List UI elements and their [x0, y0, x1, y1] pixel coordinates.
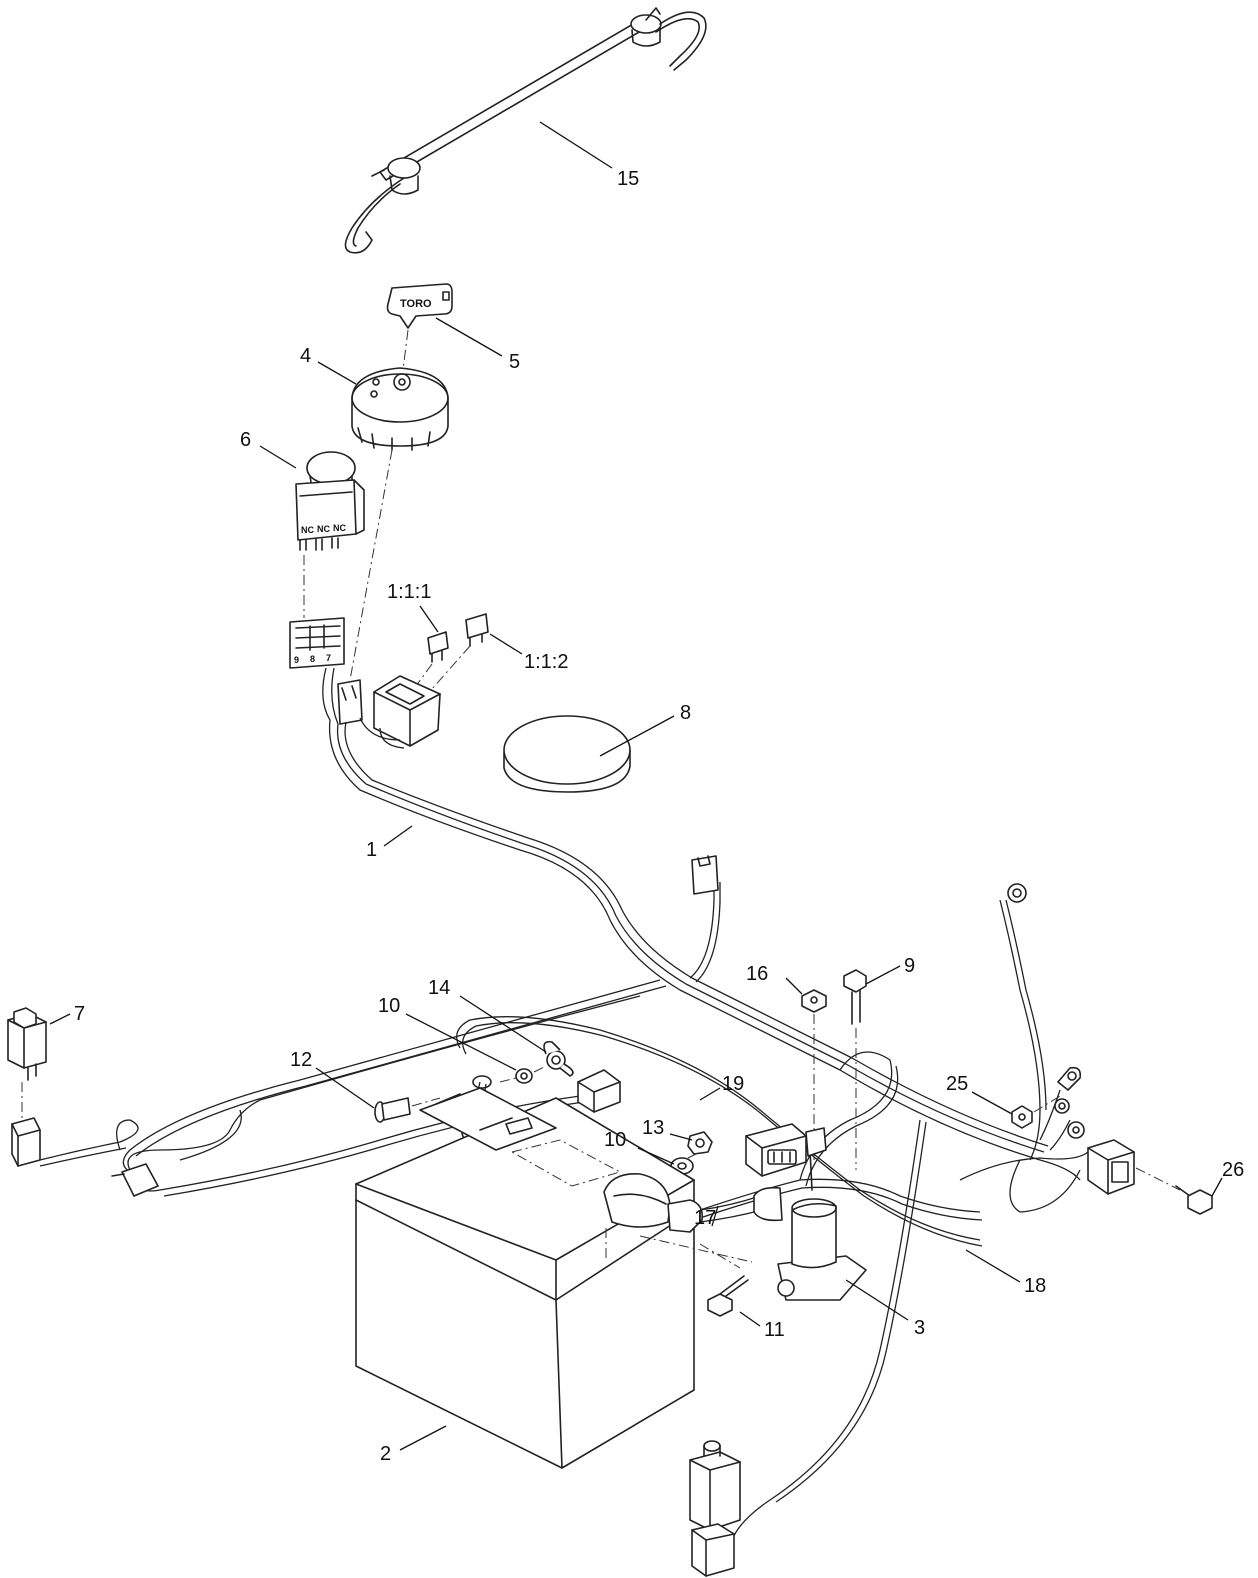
contact-label-1: NC — [301, 525, 314, 535]
ring-terminal-small — [1067, 1121, 1085, 1139]
contact-label-2: NC — [317, 524, 330, 534]
callout-9: 9 — [904, 955, 915, 977]
callout-18: 18 — [1024, 1275, 1046, 1297]
terminal-8: 8 — [310, 654, 315, 664]
callout-1-1-1: 1:1:1 — [387, 581, 431, 603]
key-brand-text: TORO — [400, 298, 432, 310]
contact-label-3: NC — [333, 523, 346, 533]
relay-connector — [11, 1117, 41, 1167]
harness-connector-19 — [745, 1123, 827, 1177]
ignition-switch — [351, 367, 449, 451]
callout-15: 15 — [617, 168, 639, 190]
fuse-1 — [427, 631, 449, 663]
interlock-switch — [689, 1440, 741, 1577]
callout-labels: 15 5 4 6 1:1:1 1:1:2 8 1 16 9 7 14 10 12… — [74, 168, 1244, 1465]
callout-16: 16 — [746, 963, 768, 985]
callout-7: 7 — [74, 1003, 85, 1025]
callout-8: 8 — [680, 702, 691, 724]
callout-13: 13 — [642, 1117, 664, 1139]
wing-nut — [543, 1040, 574, 1077]
terminal-9: 9 — [294, 655, 299, 665]
nut-16 — [801, 989, 827, 1013]
callout-10-lower: 10 — [604, 1129, 626, 1151]
callout-12: 12 — [290, 1049, 312, 1071]
wire-harness — [39, 667, 1091, 1541]
nut-25 — [1011, 1105, 1033, 1129]
callout-17: 17 — [694, 1207, 716, 1229]
pto-switch: NC NC NC — [295, 451, 365, 551]
battery — [355, 1087, 695, 1469]
callout-6: 6 — [240, 429, 251, 451]
callout-1: 1 — [366, 839, 377, 861]
callout-1-1-2: 1:1:2 — [524, 651, 568, 673]
rivet — [374, 1097, 411, 1123]
pto-connector: 9 8 7 — [289, 617, 345, 669]
washer-upper — [515, 1068, 533, 1084]
nut-13 — [687, 1131, 713, 1155]
ignition-connector — [337, 679, 363, 725]
relay — [7, 1007, 47, 1081]
leader-lines — [49, 121, 1223, 1451]
bolt-26 — [1175, 1185, 1213, 1215]
callout-11: 11 — [764, 1319, 785, 1341]
callout-26: 26 — [1222, 1159, 1244, 1181]
callout-14: 14 — [428, 977, 450, 999]
callout-2: 2 — [380, 1443, 391, 1465]
callout-3: 3 — [914, 1317, 925, 1339]
fuse-holder — [373, 675, 441, 747]
prop-rod — [344, 7, 707, 254]
hole-plug — [503, 715, 631, 793]
ring-terminal-mid — [1054, 1098, 1070, 1114]
callout-25: 25 — [946, 1073, 968, 1095]
starter-solenoid — [753, 1149, 867, 1301]
fuse-2 — [465, 613, 489, 647]
callout-4: 4 — [300, 345, 311, 367]
ring-terminal-ground — [1057, 1066, 1082, 1091]
bolt-11 — [707, 1275, 749, 1317]
terminal-block — [1087, 1139, 1135, 1195]
terminal-7: 7 — [326, 653, 331, 663]
callout-5: 5 — [509, 351, 520, 373]
callout-19: 19 — [722, 1073, 744, 1095]
ring-terminal-top — [1007, 883, 1027, 903]
ignition-key: TORO — [386, 283, 453, 329]
bolt-9 — [843, 969, 867, 1025]
callout-10-upper: 10 — [378, 995, 400, 1017]
